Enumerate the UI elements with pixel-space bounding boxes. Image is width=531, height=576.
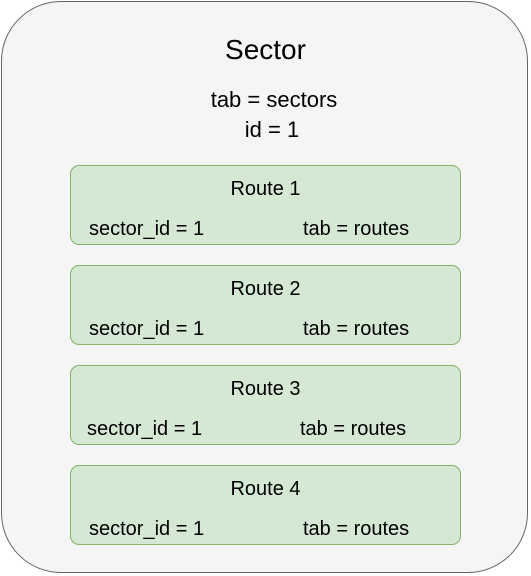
route-sector-id-field: sector_id = 1 [89, 218, 205, 240]
route-title: Route 4 [230, 478, 301, 500]
route-sector-id-field: sector_id = 1 [87, 418, 203, 440]
sector-title: Sector [225, 34, 306, 65]
route-box: Route 3 sector_id = 1 tab = routes [70, 365, 461, 445]
route-title: Route 2 [230, 278, 301, 300]
route-sector-id-field: sector_id = 1 [89, 318, 205, 340]
route-box: Route 2 sector_id = 1 tab = routes [70, 265, 461, 345]
route-box: Route 4 sector_id = 1 tab = routes [70, 465, 461, 545]
route-title: Route 3 [230, 378, 301, 400]
sector-id-label: id = 1 [244, 117, 300, 142]
route-box: Route 1 sector_id = 1 tab = routes [70, 165, 461, 245]
route-tab-field: tab = routes [303, 518, 410, 540]
route-title: Route 1 [230, 178, 301, 200]
route-tab-field: tab = routes [303, 318, 410, 340]
route-tab-field: tab = routes [300, 418, 407, 440]
sector-tab-label: tab = sectors [210, 87, 338, 112]
route-tab-field: tab = routes [303, 218, 410, 240]
route-sector-id-field: sector_id = 1 [89, 518, 205, 540]
